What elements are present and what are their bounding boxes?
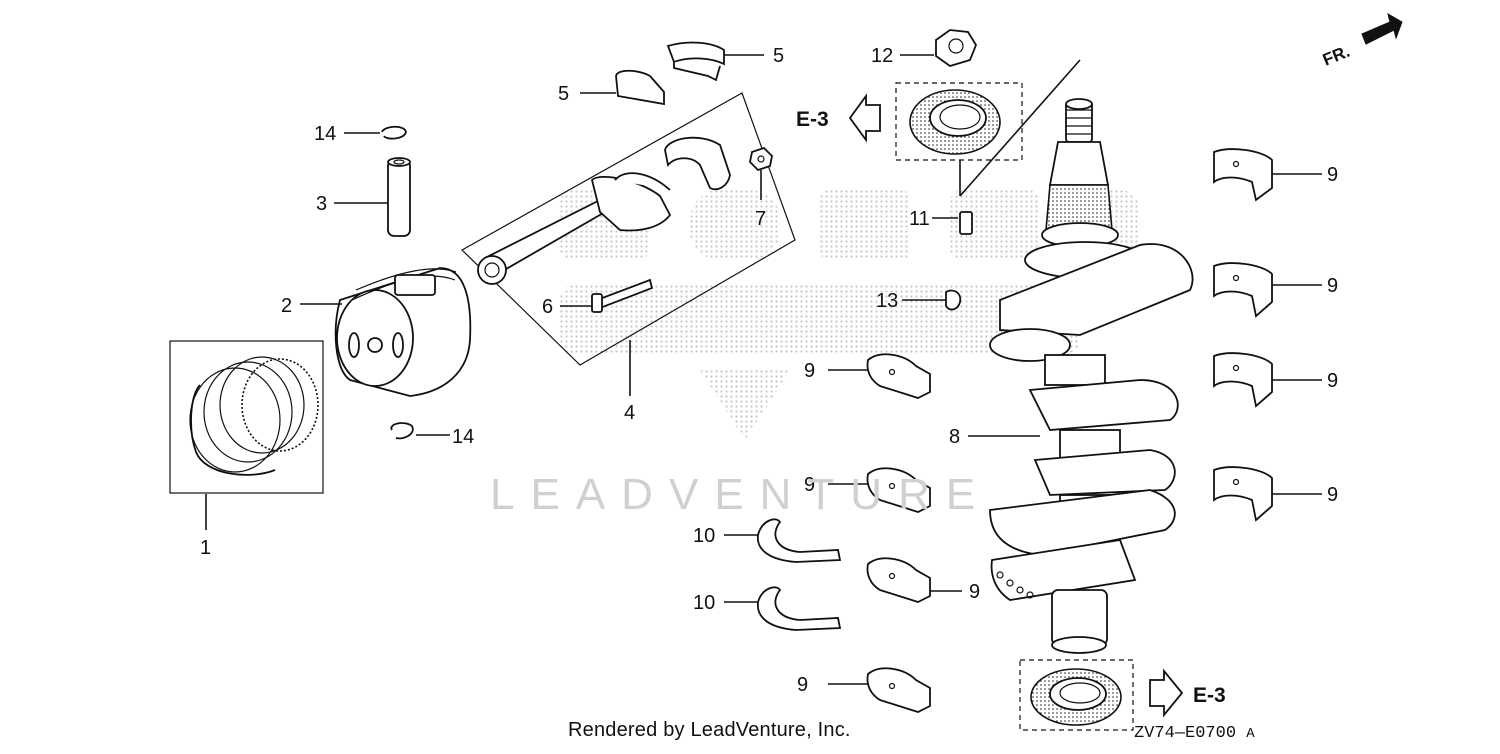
- callout-14-upper[interactable]: 14: [314, 123, 337, 145]
- callout-9-right-1[interactable]: 9: [1327, 164, 1339, 186]
- callout-12[interactable]: 12: [871, 45, 894, 67]
- callout-13[interactable]: 13: [876, 290, 899, 312]
- callout-7[interactable]: 7: [755, 208, 767, 230]
- piston-pin-clip-top[interactable]: [344, 125, 407, 140]
- callout-5-lower[interactable]: 5: [558, 83, 570, 105]
- callout-9-mid-1[interactable]: 9: [804, 360, 816, 382]
- rod-bearing-lower[interactable]: [580, 69, 665, 106]
- main-bearing-right-1[interactable]: [1213, 148, 1322, 202]
- main-bearing-mid-2[interactable]: [828, 467, 931, 513]
- diagram-code-suffix: A: [1246, 726, 1255, 742]
- callout-10-lower[interactable]: 10: [693, 592, 716, 614]
- ref-label-top[interactable]: E-3: [796, 108, 829, 131]
- rod-bearing-upper[interactable]: [666, 41, 764, 82]
- thrust-washer-2[interactable]: [724, 586, 842, 631]
- render-credit: Rendered by LeadVenture, Inc.: [568, 719, 851, 741]
- diagram-code-main: ZV74—E0700: [1134, 724, 1237, 743]
- callout-6[interactable]: 6: [542, 296, 554, 318]
- main-bearing-mid-4[interactable]: [828, 667, 931, 713]
- piston-pin-clip-bottom[interactable]: [390, 422, 450, 440]
- crank-key[interactable]: [932, 211, 973, 235]
- callout-3[interactable]: 3: [316, 193, 328, 215]
- flange-nut[interactable]: [900, 29, 978, 67]
- diagram-code: ZV74—E0700 A: [1134, 724, 1255, 743]
- watermark-text: LEADVENTURE: [490, 470, 992, 519]
- crankshaft[interactable]: [968, 98, 1194, 654]
- ref-arrow-bottom[interactable]: [1149, 668, 1184, 718]
- connecting-rod-assembly[interactable]: [461, 92, 796, 396]
- callout-1[interactable]: 1: [200, 537, 212, 559]
- front-direction-arrow: [1361, 12, 1403, 45]
- callout-9-mid-4[interactable]: 9: [797, 674, 809, 696]
- thrust-washer-1[interactable]: [724, 518, 842, 563]
- callout-4[interactable]: 4: [624, 402, 636, 424]
- main-bearing-right-3[interactable]: [1213, 352, 1322, 408]
- callout-8[interactable]: 8: [949, 426, 961, 448]
- ref-arrow-top[interactable]: [848, 93, 881, 143]
- oil-seal-bottom[interactable]: [1019, 659, 1134, 731]
- callout-11[interactable]: 11: [909, 208, 930, 230]
- callout-14-lower[interactable]: 14: [452, 426, 475, 448]
- callout-9-mid-3[interactable]: 9: [969, 581, 981, 603]
- main-bearing-mid-1[interactable]: [828, 353, 931, 399]
- main-bearing-right-4[interactable]: [1213, 466, 1322, 522]
- callout-5-upper[interactable]: 5: [773, 45, 785, 67]
- piston[interactable]: [300, 267, 472, 397]
- piston-pin[interactable]: [334, 157, 411, 237]
- main-bearing-mid-3[interactable]: [866, 557, 963, 603]
- callout-9-right-4[interactable]: 9: [1327, 484, 1339, 506]
- oil-seal-top[interactable]: [895, 59, 1081, 197]
- ref-label-bottom[interactable]: E-3: [1193, 684, 1226, 707]
- callout-9-right-2[interactable]: 9: [1327, 275, 1339, 297]
- main-bearing-right-2[interactable]: [1213, 262, 1322, 318]
- callout-9-right-3[interactable]: 9: [1327, 370, 1339, 392]
- callout-2[interactable]: 2: [281, 295, 293, 317]
- callout-9-mid-2[interactable]: 9: [804, 474, 816, 496]
- woodruff-key[interactable]: [902, 289, 962, 311]
- callout-10-upper[interactable]: 10: [693, 525, 716, 547]
- crankshaft-oil-holes: [996, 571, 1034, 599]
- piston-rings[interactable]: [169, 340, 324, 530]
